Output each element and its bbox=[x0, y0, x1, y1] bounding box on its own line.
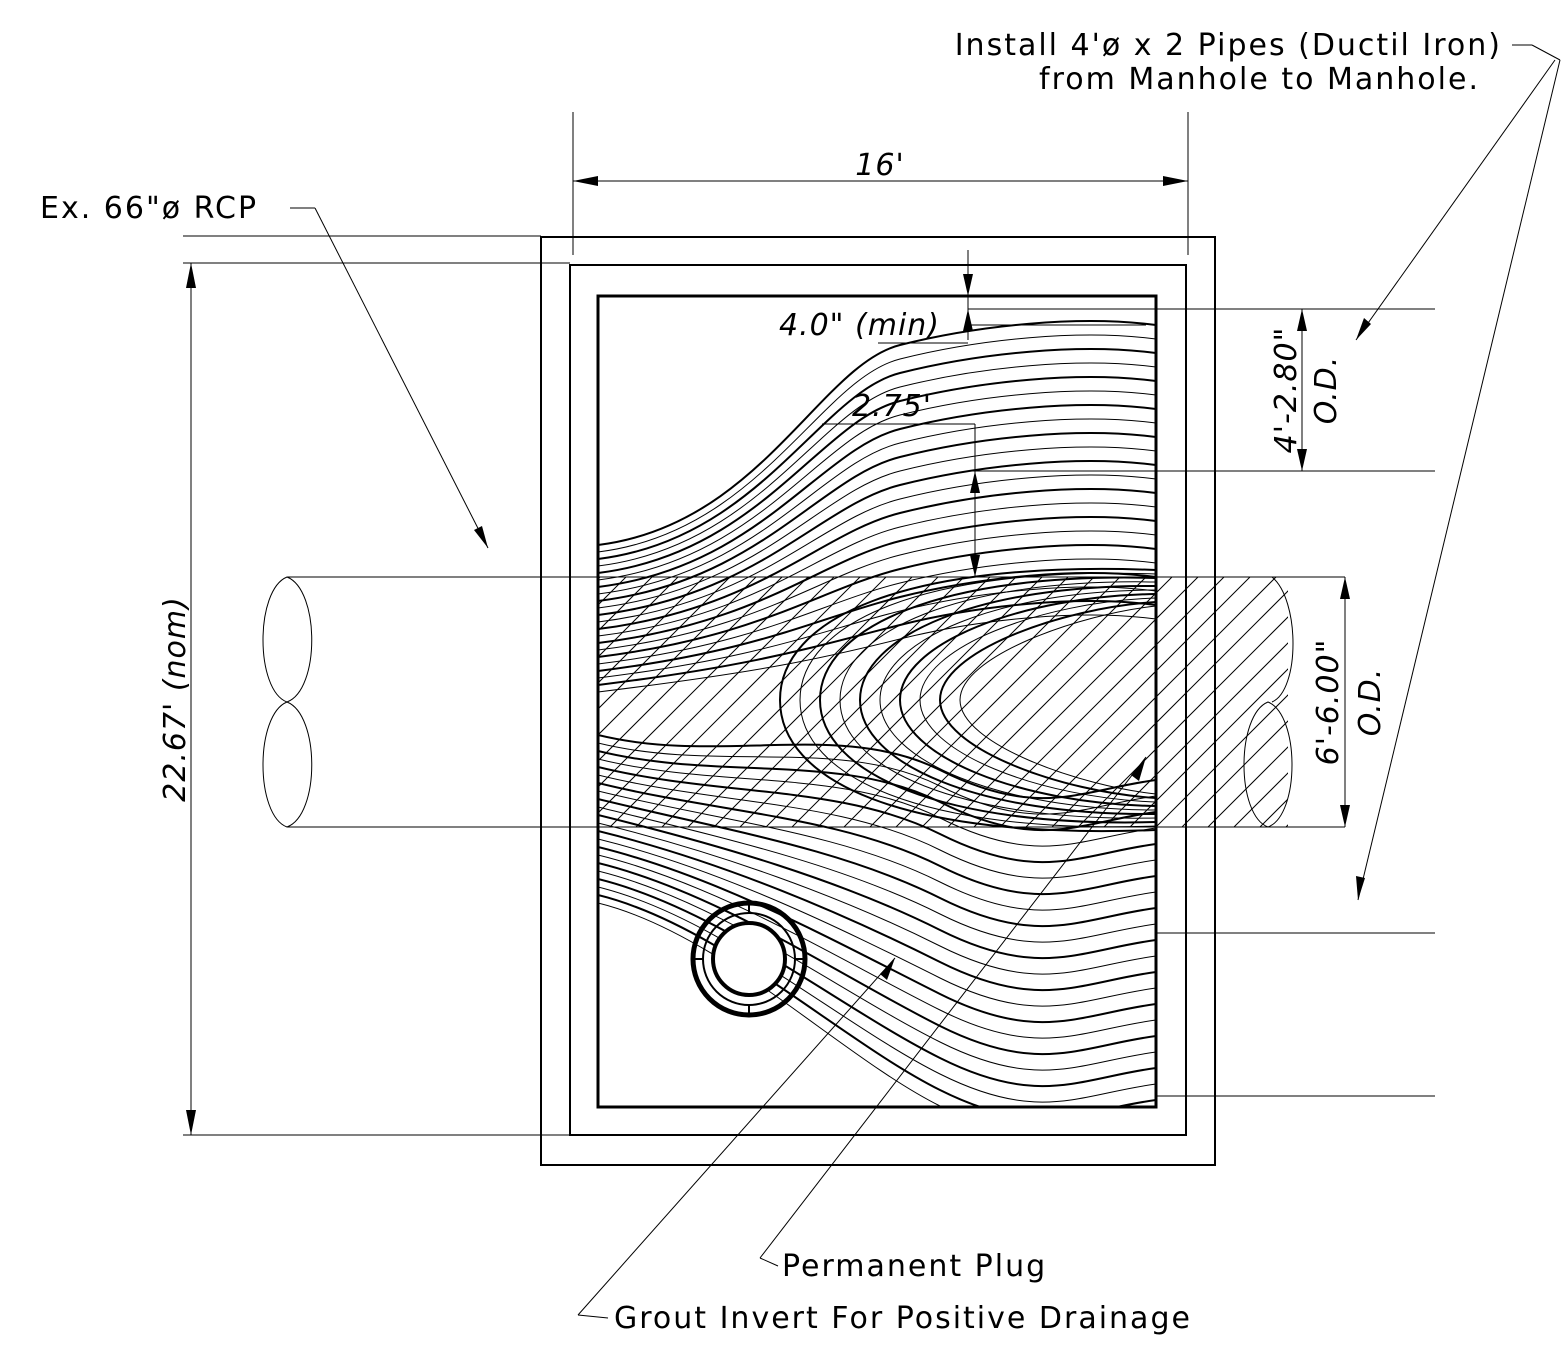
pipe-end-lower bbox=[1243, 701, 1293, 828]
existing-pipe-label: Ex. 66"ø RCP bbox=[40, 191, 258, 226]
pipe-break-lower bbox=[262, 701, 313, 828]
middle-wall bbox=[569, 264, 1187, 1136]
manhole-opening bbox=[690, 900, 808, 1018]
leader-install: Install 4'ø x 2 Pipes (Ductil Iron) from… bbox=[955, 28, 1561, 901]
inner-wall bbox=[596, 294, 1158, 1109]
grout-invert-contours bbox=[598, 320, 1156, 1107]
manhole-walls bbox=[540, 236, 1216, 1166]
pipe-end-upper bbox=[1271, 576, 1294, 703]
dim-width-label: 16' bbox=[855, 148, 904, 183]
grout-invert-label: Grout Invert For Positive Drainage bbox=[614, 1301, 1192, 1336]
dim-small-pipe-od: O.D. bbox=[1309, 356, 1344, 425]
dim-clearance-label: 4.0" (min) bbox=[779, 308, 940, 343]
dim-large-pipe-od: O.D. bbox=[1353, 668, 1388, 737]
dim-large-pipe: 6'-6.00" O.D. bbox=[1311, 577, 1388, 827]
permanent-plug-label: Permanent Plug bbox=[782, 1249, 1047, 1284]
permanent-plug-hatch bbox=[598, 577, 1288, 827]
pipe-break-upper bbox=[262, 576, 313, 703]
install-label-line1: Install 4'ø x 2 Pipes (Ductil Iron) bbox=[955, 28, 1502, 63]
install-label-line2: from Manhole to Manhole. bbox=[1039, 62, 1480, 97]
dim-large-pipe-label: 6'-6.00" bbox=[1311, 639, 1346, 766]
dim-small-pipe: 4'-2.80" O.D. bbox=[1269, 309, 1344, 471]
dim-clearance: 4.0" (min) bbox=[779, 250, 1146, 344]
dim-width: 16' bbox=[572, 112, 1189, 255]
existing-rcp-pipe bbox=[262, 576, 1345, 828]
leader-grout-invert: Grout Invert For Positive Drainage bbox=[577, 957, 1192, 1336]
outer-wall bbox=[540, 236, 1216, 1166]
dim-height-label: 22.67' (nom) bbox=[158, 596, 193, 802]
dim-offset: 2.75' bbox=[822, 389, 980, 577]
dim-small-pipe-label: 4'-2.80" bbox=[1269, 327, 1304, 454]
proposed-pipes bbox=[968, 308, 1435, 1097]
dim-offset-label: 2.75' bbox=[852, 389, 932, 424]
leader-permanent-plug: Permanent Plug bbox=[759, 756, 1147, 1284]
leader-existing-pipe: Ex. 66"ø RCP bbox=[40, 191, 489, 549]
dim-height: 22.67' (nom) bbox=[158, 235, 570, 1136]
